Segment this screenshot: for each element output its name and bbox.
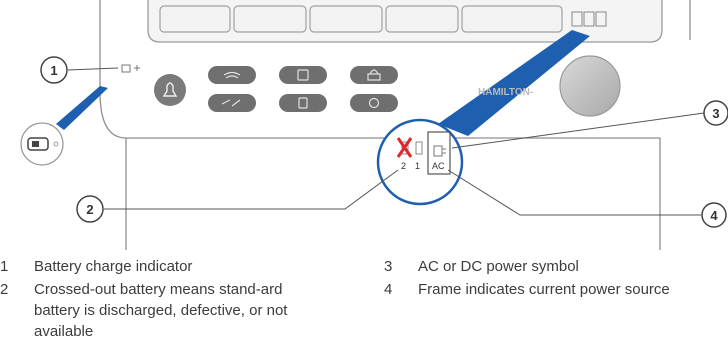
- svg-text:4: 4: [710, 208, 718, 223]
- ventilator-panel-diagram: HAMILTON- 2 1 AC 1 2 3 4: [20, 0, 728, 250]
- lock-icon: [367, 69, 381, 81]
- function-button-1[interactable]: [208, 66, 256, 84]
- svg-text:3: 3: [712, 106, 719, 121]
- legend-right: 3 AC or DC power symbol 4 Frame indicate…: [384, 256, 728, 302]
- legend-text: Battery charge indicator: [34, 258, 193, 275]
- callout-3-leader: [451, 112, 705, 149]
- battery-zoom-beam: [56, 86, 108, 130]
- power-source-panel: 2 1 AC: [396, 131, 451, 175]
- function-button-5[interactable]: [279, 94, 327, 112]
- battery-2-icon: [401, 141, 409, 155]
- battery-1-icon: [415, 141, 423, 155]
- battery-charge-level: [32, 141, 39, 147]
- callout-3: 3: [703, 100, 728, 126]
- nebulizer-icon: [298, 97, 308, 109]
- callout-1: 1: [40, 56, 68, 84]
- press-and-turn-knob[interactable]: [559, 55, 621, 117]
- callout-4: 4: [701, 202, 727, 228]
- legend-number: 2: [0, 281, 9, 298]
- print-icon: [297, 69, 309, 81]
- legend-number: 3: [384, 258, 393, 275]
- callout-4-leader: [447, 169, 701, 216]
- battery-zoom-circle: [20, 122, 64, 166]
- display-softkeys: [159, 5, 563, 33]
- legend-number: 4: [384, 281, 393, 298]
- softkey-1[interactable]: [159, 5, 231, 33]
- function-button-2[interactable]: [279, 66, 327, 84]
- callout-1-leader: [67, 67, 119, 71]
- o2-enrichment-icon: [223, 71, 241, 79]
- legend-item-3: 3 AC or DC power symbol: [384, 256, 728, 277]
- softkey-4[interactable]: [385, 5, 459, 33]
- legend-left: 1 Battery charge indicator 2 Crossed-out…: [0, 256, 330, 344]
- legend-number: 1: [0, 258, 9, 275]
- plug-icon: [433, 145, 446, 157]
- power-source-label: AC: [432, 161, 445, 171]
- legend-text: AC or DC power symbol: [418, 258, 579, 275]
- legend-item-2: 2 Crossed-out battery means stand-ard ba…: [0, 279, 330, 342]
- alarm-silence-button[interactable]: [154, 74, 186, 106]
- battery-2-label: 2: [401, 161, 406, 171]
- standby-icon: [368, 97, 380, 109]
- legend-item-1: 1 Battery charge indicator: [0, 256, 330, 277]
- bell-icon: [162, 82, 178, 97]
- function-button-3[interactable]: [350, 66, 398, 84]
- svg-text:1: 1: [50, 63, 57, 78]
- manual-breath-icon: [221, 99, 241, 107]
- legend-text: Frame indicates current power source: [418, 281, 670, 298]
- brand-text: HAMILTON-: [478, 87, 533, 98]
- power-source-frame: [427, 131, 451, 175]
- callout-2-leader: [104, 169, 399, 210]
- function-buttons: [208, 66, 398, 112]
- function-button-4[interactable]: [208, 94, 256, 112]
- legend-item-4: 4 Frame indicates current power source: [384, 279, 728, 300]
- battery-led-icon: [53, 141, 59, 147]
- svg-text:2: 2: [86, 202, 93, 217]
- softkey-2[interactable]: [233, 5, 307, 33]
- legend-text: Crossed-out battery means stand-ard batt…: [34, 281, 288, 340]
- softkey-3[interactable]: [309, 5, 383, 33]
- function-button-6[interactable]: [350, 94, 398, 112]
- battery-1-label: 1: [415, 161, 420, 171]
- top-right-power-icon: [571, 11, 607, 27]
- crossed-out-mark: [396, 137, 413, 158]
- battery-indicator-small: [121, 64, 140, 73]
- callout-2: 2: [76, 195, 104, 223]
- zoom-beam: [438, 30, 590, 136]
- battery-charge-icon: [27, 137, 49, 151]
- softkey-5[interactable]: [461, 5, 563, 33]
